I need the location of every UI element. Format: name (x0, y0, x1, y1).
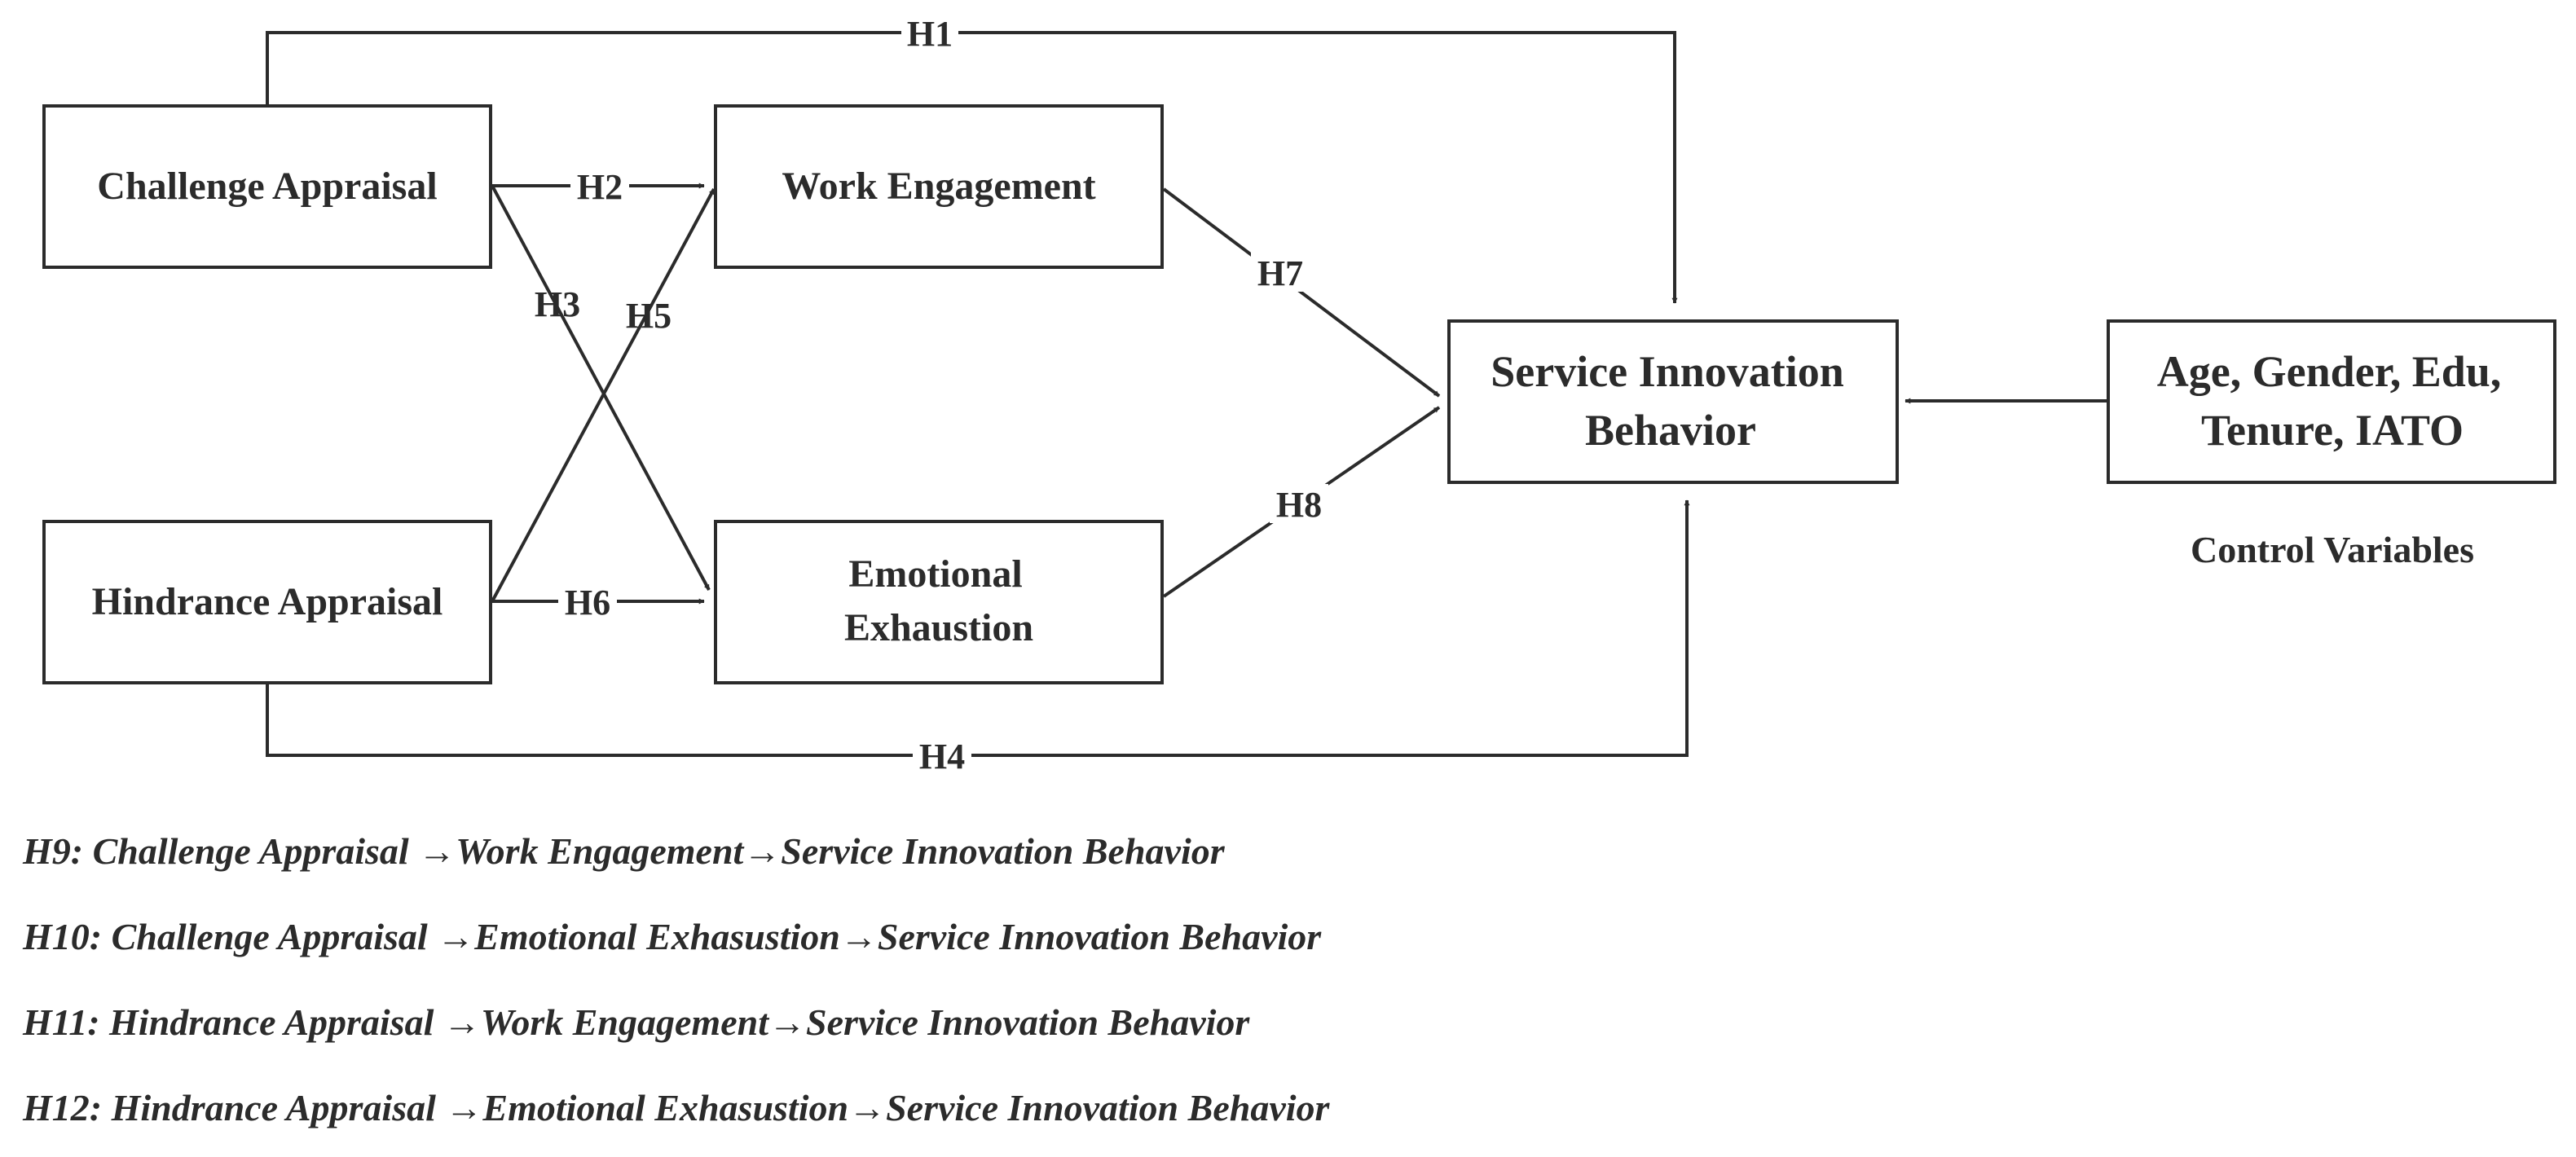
node-controls-label-line2: Tenure, IATO (2201, 406, 2464, 455)
hypothesis-h11: H11: Hindrance Appraisal →Work Engagemen… (23, 1001, 1250, 1043)
label-h4: H4 (919, 737, 965, 776)
node-sib-label-line1: Service Innovation (1491, 347, 1844, 396)
label-h1: H1 (907, 14, 953, 54)
node-control-variables: Age, Gender, Edu, Tenure, IATO (2107, 319, 2556, 484)
edge-h5 (491, 188, 716, 602)
edge-h3 (491, 185, 711, 591)
label-h7: H7 (1257, 253, 1303, 293)
label-h3: H3 (535, 284, 580, 324)
edge-labels: H1 H2 H3 H4 H5 H6 H7 H8 (535, 13, 1328, 776)
node-emotional-exhaustion: Emotional Exhaustion (714, 520, 1164, 684)
node-challenge-appraisal: Challenge Appraisal (42, 104, 492, 269)
hypotheses-list: H9: Challenge Appraisal →Work Engagement… (23, 815, 1329, 1157)
label-h6: H6 (565, 583, 610, 622)
edge-h1 (266, 31, 1678, 304)
node-exhaustion-label-line2: Exhaustion (844, 606, 1033, 649)
hypothesis-h10: H10: Challenge Appraisal →Emotional Exha… (23, 916, 1322, 957)
node-hindrance-label: Hindrance Appraisal (92, 580, 443, 623)
node-exhaustion-label-line1: Emotional (848, 552, 1022, 596)
node-challenge-label: Challenge Appraisal (97, 165, 437, 208)
node-work-engagement: Work Engagement (714, 104, 1164, 269)
node-sib-label-line2: Behavior (1585, 406, 1756, 455)
hypothesis-h9: H9: Challenge Appraisal →Work Engagement… (23, 830, 1225, 872)
label-h2: H2 (577, 167, 623, 207)
control-variables-caption: Control Variables (2191, 529, 2474, 570)
label-h8: H8 (1276, 485, 1322, 525)
node-controls-label-line1: Age, Gender, Edu, (2157, 347, 2502, 396)
hypothesis-h12: H12: Hindrance Appraisal →Emotional Exha… (23, 1087, 1330, 1128)
node-engagement-label: Work Engagement (782, 165, 1095, 208)
node-hindrance-appraisal: Hindrance Appraisal (42, 520, 492, 684)
label-h5: H5 (626, 296, 672, 336)
edge-h7 (1162, 187, 1441, 398)
edge-h4 (266, 499, 1690, 757)
node-service-innovation-behavior: Service Innovation Behavior (1447, 319, 1899, 484)
